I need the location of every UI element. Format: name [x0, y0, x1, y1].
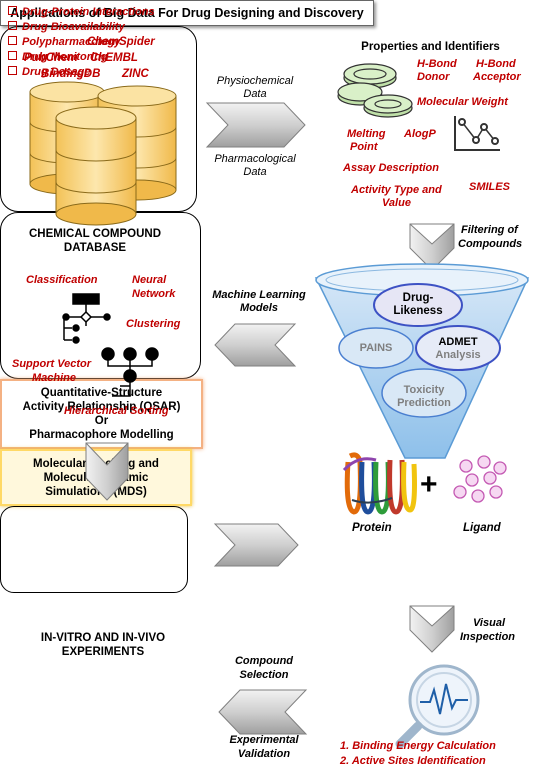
physiochemical-label: Physiochemical: [216, 75, 294, 87]
list-item: Drug-Protein Interactions: [8, 6, 155, 18]
ml-models-label-2: Models: [240, 302, 278, 314]
pharmacological-label: Pharmacological: [214, 153, 296, 165]
melting-point-2: Point: [350, 141, 378, 153]
hierarchy-dots-icon: [101, 347, 159, 397]
ml-classification: Classification: [26, 274, 98, 286]
line-graph-icon: [454, 116, 500, 151]
arrow-ml-to-qsar: [85, 442, 129, 501]
arrow-qsar-to-docking: [213, 523, 299, 567]
decision-tree-icon: [62, 293, 111, 344]
qsar-line2: Activity Relationship (QSAR): [22, 401, 181, 413]
toxicity-label-2: Prediction: [397, 397, 451, 409]
filter-funnel-icon: [314, 263, 530, 459]
compound-selection-1: Compound: [234, 655, 294, 667]
ligand-molecules-icon: [453, 455, 507, 503]
checkbox-icon: [8, 36, 17, 45]
ml-svm-1: Support Vector: [12, 358, 92, 370]
experiments-box: Drug-Protein Interactions Drug Bioavaila…: [0, 6, 188, 593]
visual-inspection-2: Inspection: [460, 631, 516, 643]
hbond-acceptor-2: Acceptor: [473, 71, 521, 83]
qsar-line3: Or: [94, 415, 109, 427]
admet-label-2: Analysis: [435, 349, 481, 361]
assay-description: Assay Description: [343, 162, 439, 174]
list-item: Drug Bioavailability: [8, 21, 125, 33]
ml-clustering: Clustering: [126, 318, 181, 330]
admet-label-1: ADMET: [438, 336, 478, 348]
protein-label: Protein: [352, 522, 392, 534]
activity-type-1: Activity Type and: [351, 184, 442, 196]
list-item: Drug Monitoring: [8, 51, 108, 63]
list-item: Drug Dosage: [8, 66, 90, 78]
checkbox-icon: [8, 6, 17, 15]
result-binding-energy: 1. Binding Energy Calculation: [340, 740, 496, 752]
ml-models-label-1: Machine Learning: [212, 289, 306, 301]
activity-type-2: Value: [382, 197, 411, 209]
experimental-validation-2: Validation: [237, 748, 291, 760]
mds-line3: Simulations (MDS): [45, 485, 147, 498]
ml-svm-2: Machine: [32, 372, 77, 384]
drug-likeness-1: Drug-: [402, 292, 434, 304]
checkbox-icon: [8, 51, 17, 60]
plus-sign: +: [420, 468, 438, 501]
alogp: AlogP: [404, 128, 436, 140]
list-item: Polypharmacology: [8, 36, 120, 48]
checkbox-icon: [8, 66, 17, 75]
database-caption-line1: CHEMICAL COMPOUND: [28, 228, 162, 240]
filtering-label-2: Compounds: [458, 238, 523, 250]
database-icon: [29, 81, 177, 226]
result-active-sites: 2. Active Sites Identification: [340, 755, 486, 767]
arrow-properties-to-funnel: [409, 223, 455, 271]
smiles: SMILES: [469, 181, 510, 193]
toxicity-label-1: Toxicity: [403, 384, 445, 396]
hbond-donor-2: Donor: [417, 71, 450, 83]
arrow-mds-to-inspection: [409, 605, 455, 653]
hbond-donor-1: H-Bond: [417, 58, 457, 70]
compound-selection-2: Selection: [239, 669, 289, 681]
diagram-title: Applications of Big Data For Drug Design…: [0, 0, 374, 26]
protein-structure-icon: [342, 452, 417, 515]
experiments-heading-2: EXPERIMENTS: [61, 646, 145, 658]
experimental-validation-1: Experimental: [229, 734, 299, 746]
db-pubchem: PubChem: [24, 52, 78, 64]
checkbox-icon: [8, 21, 17, 30]
db-chemspider: ChemSpider: [87, 36, 155, 48]
pains-label: PAINS: [359, 342, 393, 354]
arrow-database-to-properties: [205, 102, 306, 148]
filtering-label-1: Filtering of: [461, 224, 518, 236]
hbond-acceptor-1: H-Bond: [476, 58, 516, 70]
qsar-box: Quantitative-Structure Activity Relation…: [0, 379, 203, 449]
ml-hierarchical: Hierarchical Sorting: [64, 405, 169, 417]
drug-likeness-2: Likeness: [393, 305, 443, 317]
qsar-line4: Pharmacophore Modelling: [29, 429, 174, 441]
arrow-funnel-to-ml: [214, 323, 297, 367]
properties-title: Properties and Identifiers: [361, 41, 500, 53]
physiochemical-label-2: Data: [243, 88, 267, 100]
ml-neural-1: Neural: [132, 274, 167, 286]
qsar-line1: Quantitative-Structure: [40, 387, 163, 399]
database-caption-line2: DATABASE: [63, 242, 127, 254]
magnifier-icon: [395, 664, 480, 749]
db-chembl: ChEMBL: [90, 52, 138, 64]
molecular-weight: Molecular Weight: [417, 96, 508, 108]
ligand-label: Ligand: [463, 522, 501, 534]
db-zinc: ZINC: [122, 68, 149, 80]
pharmacological-label-2: Data: [243, 166, 267, 178]
ml-neural-2: Network: [132, 288, 176, 300]
db-bindingdb: BindingDB: [41, 68, 101, 80]
melting-point-1: Melting: [347, 128, 386, 140]
visual-inspection-1: Visual: [473, 617, 505, 629]
arrow-mds-to-experiments: [218, 689, 308, 735]
experiments-heading-1: IN-VITRO AND IN-VIVO: [40, 632, 166, 644]
pill-coins-icon: [337, 63, 413, 118]
